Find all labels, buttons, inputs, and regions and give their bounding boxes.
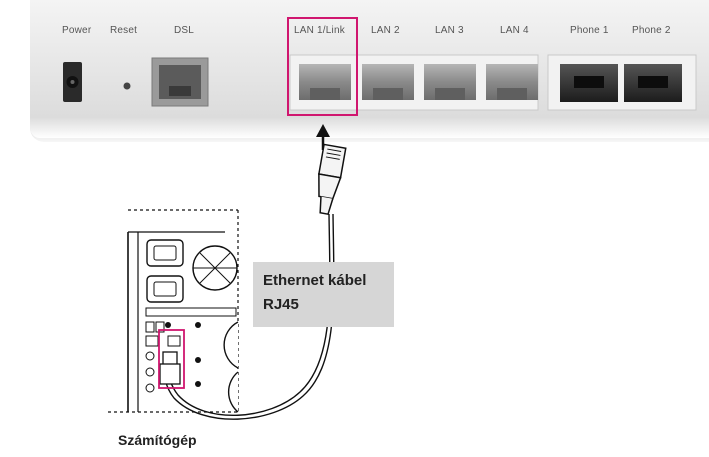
port-label-phone1: Phone 1	[570, 25, 609, 36]
cable-label-line2: RJ45	[263, 296, 299, 313]
port-label-reset: Reset	[110, 25, 138, 36]
port-label-dsl: DSL	[174, 25, 195, 36]
port-label-lan3: LAN 3	[435, 25, 464, 36]
lan1-port	[299, 64, 351, 100]
reset-button	[123, 82, 131, 90]
cable-label-line1: Ethernet kábel	[263, 272, 367, 289]
computer-lan-highlight-frame	[158, 329, 185, 389]
cable-label-box	[253, 262, 394, 327]
port-label-lan1: LAN 1/Link	[294, 25, 345, 36]
phone1-port	[560, 64, 618, 102]
power-jack	[63, 62, 82, 102]
port-label-lan2: LAN 2	[371, 25, 400, 36]
lan2-port	[362, 64, 414, 100]
port-label-power: Power	[62, 25, 92, 36]
lan4-port	[486, 64, 538, 100]
computer-back-panel	[108, 209, 239, 413]
port-label-lan4: LAN 4	[500, 25, 529, 36]
lan1-highlight-frame	[287, 17, 358, 116]
phone2-port	[624, 64, 682, 102]
computer-label: Számítógép	[118, 432, 197, 448]
dsl-port	[151, 57, 209, 107]
lan3-port	[424, 64, 476, 100]
rj45-connector-icon	[318, 143, 347, 216]
port-label-phone2: Phone 2	[632, 25, 671, 36]
